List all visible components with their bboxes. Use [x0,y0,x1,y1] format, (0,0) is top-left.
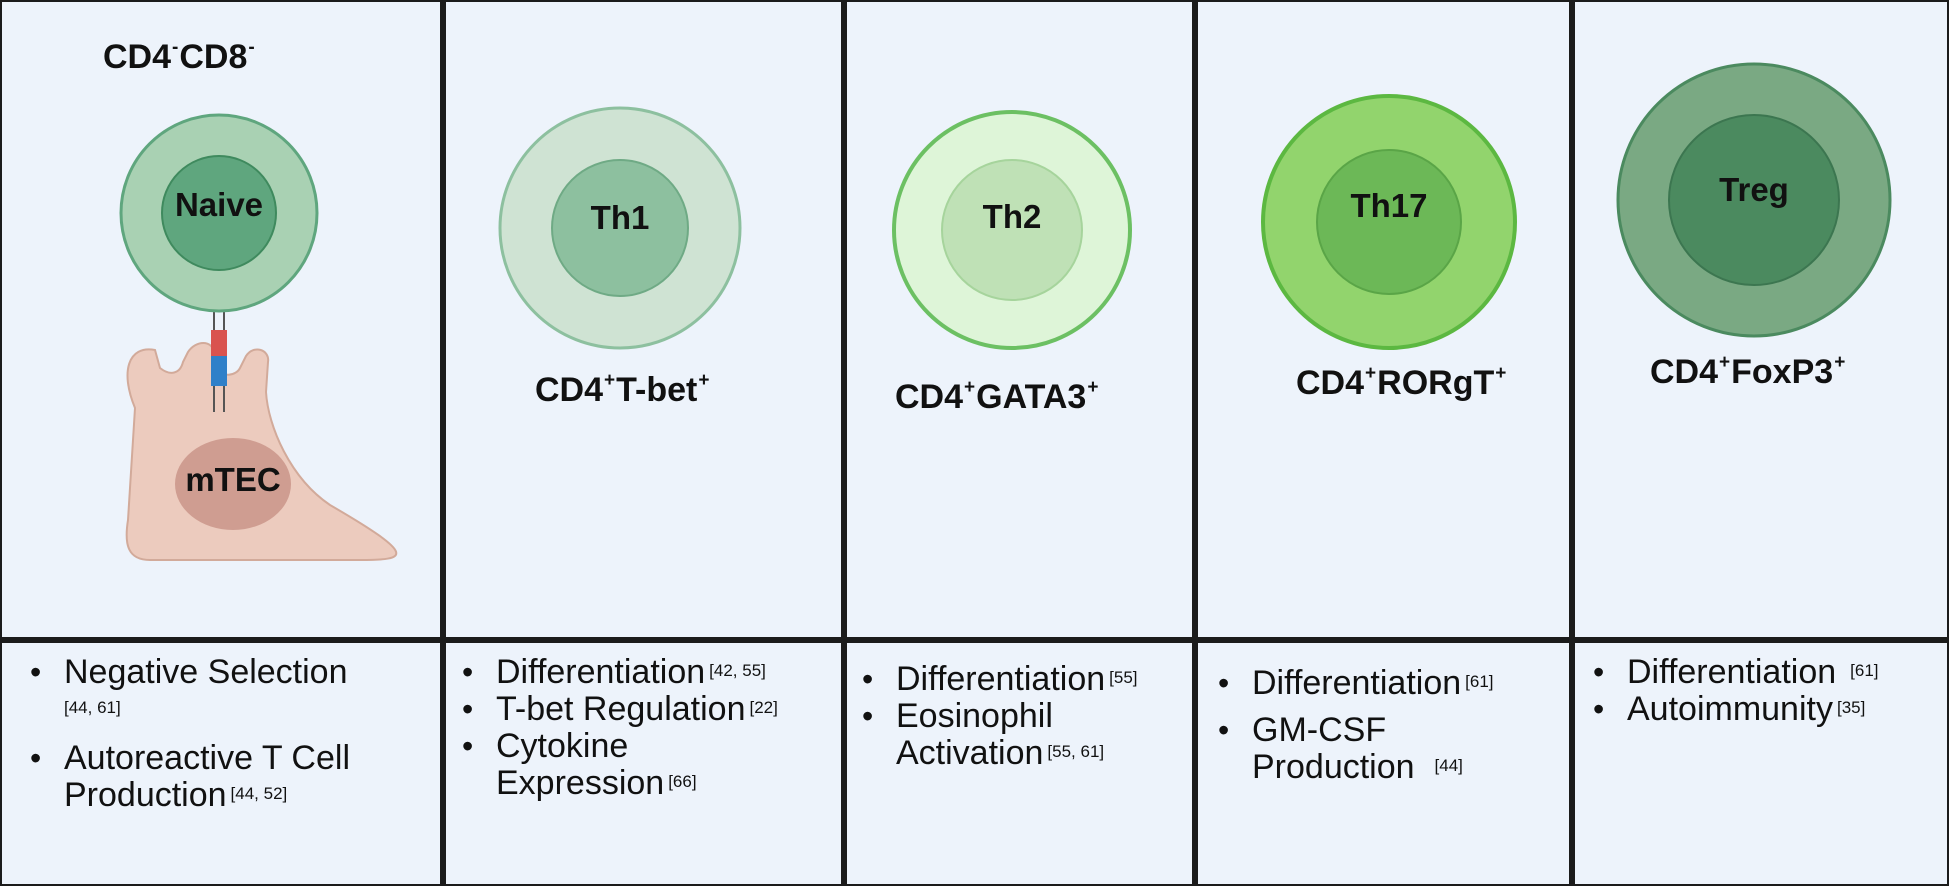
tcr-mhc-receptor [211,312,227,412]
mtec-label: mTEC [185,461,281,498]
naive-cell-graphic [119,113,319,313]
treg-marker-label: CD4+FoxP3+ [1650,352,1846,391]
column-divider-1 [440,0,446,886]
naive-marker-label: CD4-CD8- [103,37,255,76]
naive-function-list: Negative Selection[44, 61] Autoreactive … [26,654,426,814]
mtec-nucleus [175,438,291,530]
column-divider-2 [841,0,847,886]
list-item: Differentiation[55] [858,661,1188,699]
th2-function-list: Differentiation[55] EosinophilActivation… [858,661,1188,772]
th1-cell-label: Th1 [590,199,650,236]
treg-cell-graphic [1616,62,1892,338]
th17-cell-label: Th17 [1350,187,1428,224]
treg-cell-label: Treg [1719,171,1789,208]
th17-marker-label: CD4+RORgT+ [1296,363,1507,402]
horizontal-divider [0,637,1949,643]
column-divider-3 [1192,0,1198,886]
naive-cell-label: Naive [174,186,264,223]
th2-marker-label: CD4+GATA3+ [895,377,1099,416]
treg-function-list: Differentiation[61] Autoimmunity[35] [1589,654,1944,729]
th2-cell-label: Th2 [982,198,1042,235]
list-item: Negative Selection[44, 61] [26,654,426,728]
list-item: Differentiation[61] [1214,665,1564,703]
th2-cell-graphic [892,110,1132,350]
list-item: Differentiation[42, 55] [458,654,838,692]
th17-cell-graphic [1261,94,1517,350]
column-divider-4 [1569,0,1575,886]
th1-marker-label: CD4+T-bet+ [535,370,710,409]
th1-function-list: Differentiation[42, 55] T-bet Regulation… [458,654,838,802]
list-item: Differentiation[61] [1589,654,1944,692]
list-item: T-bet Regulation[22] [458,691,838,729]
th1-cell-graphic [498,106,742,350]
list-item: Autoimmunity[35] [1589,691,1944,729]
